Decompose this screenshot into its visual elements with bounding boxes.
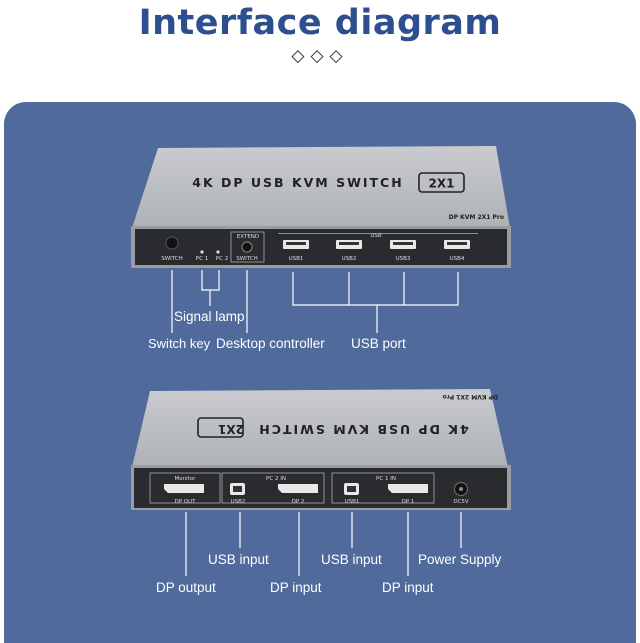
back-model: DP KVM 2X1 Pro (443, 393, 498, 400)
usb-group-label: USB (370, 233, 382, 239)
usb1-label: USB1 (345, 499, 360, 505)
diamond-ornament: ◇◇◇ (291, 46, 349, 66)
monitor-label: Monitor (175, 476, 197, 482)
back-top-label: 4K DP USB KVM SWITCH (257, 422, 468, 437)
front-badge: 2X1 (429, 177, 455, 191)
front-top-label: 4K DP USB KVM SWITCH (192, 175, 403, 190)
extend-jack (241, 241, 253, 253)
dp-out-label: DP OUT (174, 499, 196, 505)
switch-button (165, 236, 179, 250)
front-device-top (132, 146, 510, 228)
dp-input-2-callout: DP input (382, 580, 434, 595)
pc2-box (221, 472, 325, 504)
pc2-led (216, 250, 220, 254)
page-title: Interface diagram (138, 3, 502, 43)
usb-port-2 (336, 240, 362, 249)
dp2-port (278, 484, 318, 493)
front-device: 4K DP USB KVM SWITCH 2X1 DP KVM 2X1 Pro … (131, 146, 511, 268)
usb2-label: USB2 (342, 256, 357, 262)
dp-out-port (164, 484, 204, 493)
pc1-label: PC 1 (196, 256, 208, 262)
extend-label: EXTEND (237, 234, 259, 240)
extend-switch-label: SWITCH (236, 256, 258, 262)
usb4-label: USB4 (450, 256, 465, 262)
pc1-led (200, 250, 204, 254)
pc1-in-label: PC 1 IN (376, 476, 396, 482)
usb-port-leader (292, 272, 459, 306)
switch-key-callout: Switch key (148, 336, 211, 351)
front-badge-box (418, 172, 465, 193)
back-badge: 2X1 (218, 422, 244, 436)
dp-input-1-callout: DP input (270, 580, 322, 595)
power-supply-callout: Power Supply (418, 552, 502, 567)
pc1-box (331, 472, 435, 504)
dp1-port (388, 484, 428, 493)
usb-input-2-callout: USB input (321, 552, 382, 567)
pc2-label: PC 2 (216, 256, 228, 262)
pc2-in-label: PC 2 IN (266, 476, 286, 482)
monitor-box (149, 472, 221, 504)
usb-port-callout: USB port (351, 336, 406, 351)
usb-port-3 (390, 240, 416, 249)
signal-lamp-callout: Signal lamp (174, 309, 245, 324)
usb1-label: USB1 (289, 256, 304, 262)
back-device-top (132, 389, 508, 467)
power-label: DC5V (453, 499, 469, 505)
desktop-controller-callout: Desktop controller (216, 336, 325, 351)
signal-lamp-leader (201, 270, 220, 291)
switch-label: SWITCH (161, 256, 183, 262)
usb3-label: USB3 (396, 256, 411, 262)
dp2-label: DP 2 (292, 499, 305, 505)
usb2-label: USB2 (231, 499, 246, 505)
usb-input-1-callout: USB input (208, 552, 269, 567)
back-device: 4K DP USB KVM SWITCH 2X1 DP KVM 2X1 Pro … (131, 389, 511, 510)
dp-output-callout: DP output (156, 580, 216, 595)
front-model: DP KVM 2X1 Pro (449, 214, 504, 221)
back-badge-box (197, 417, 244, 438)
usb-port-4 (444, 240, 470, 249)
usb-port-1 (283, 240, 309, 249)
usb-group-box (278, 233, 478, 234)
dp1-label: DP 1 (402, 499, 415, 505)
extend-box (230, 231, 265, 263)
